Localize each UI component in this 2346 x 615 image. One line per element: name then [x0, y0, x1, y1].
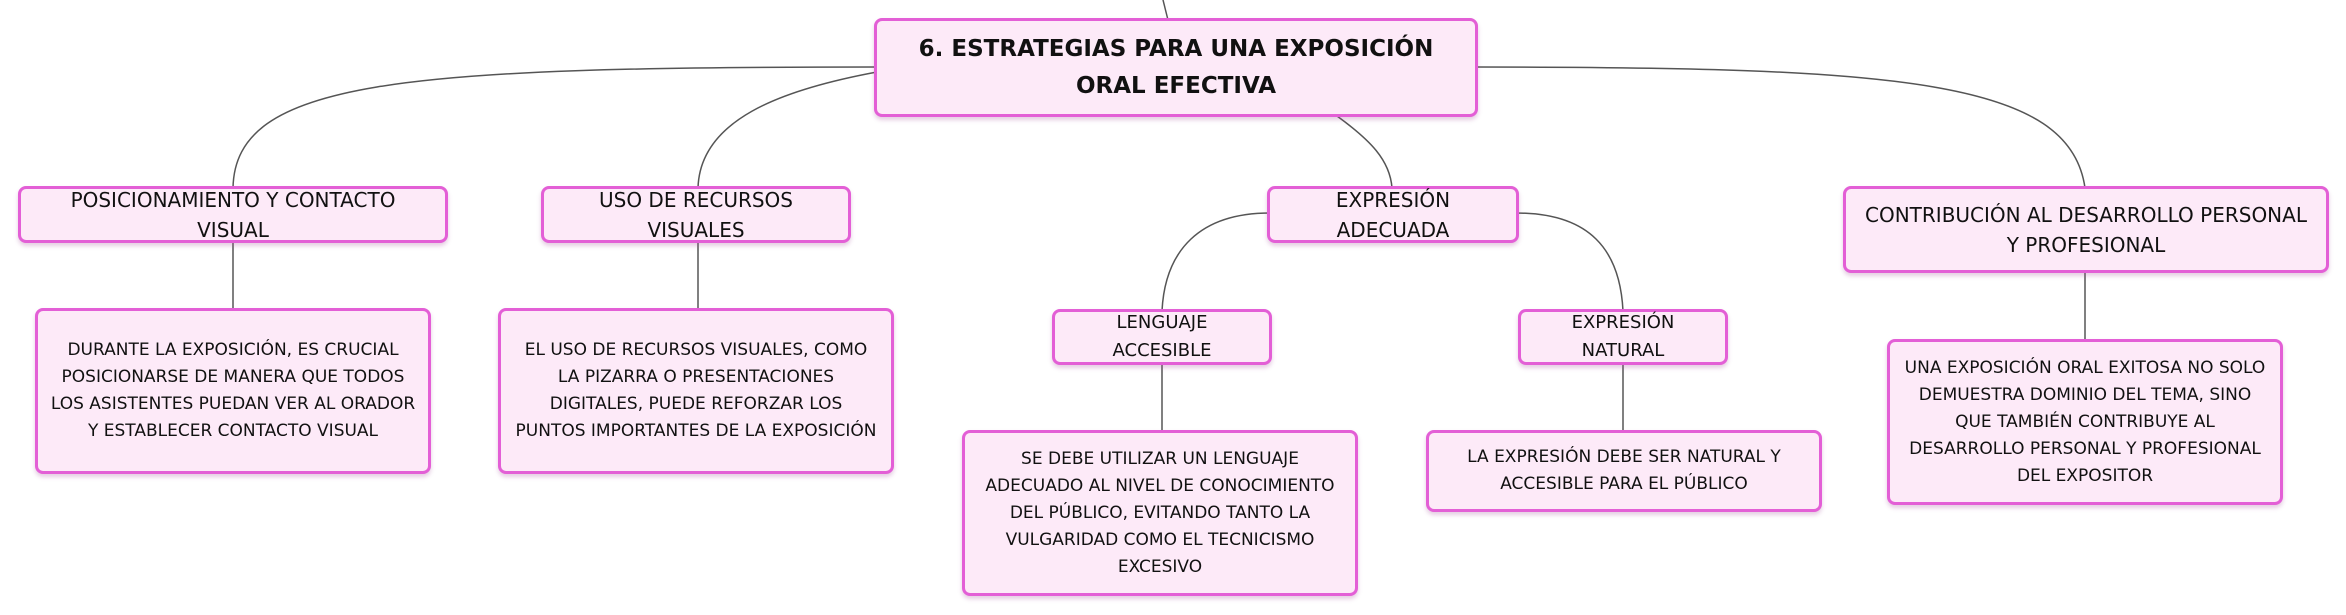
- detail-node-text: EL USO DE RECURSOS VISUALES, COMO LA PIZ…: [515, 340, 877, 441]
- connector-root-to-posicionamiento: [232, 66, 878, 189]
- connector-root-to-contribucion: [1474, 66, 2086, 189]
- detail-node-text: UNA EXPOSICIÓN ORAL EXITOSA NO SOLO DEMU…: [1904, 357, 2266, 486]
- detail-node-text: DURANTE LA EXPOSICIÓN, ES CRUCIAL POSICI…: [50, 340, 416, 441]
- detail-node-text: SE DEBE UTILIZAR UN LENGUAJE ADECUADO AL…: [985, 448, 1335, 577]
- connector-expresion-to-natural: [1515, 212, 1624, 312]
- detail-node-recursos[interactable]: EL USO DE RECURSOS VISUALES, COMO LA PIZ…: [498, 308, 894, 474]
- subtopic-node-lenguaje[interactable]: LENGUAJE ACCESIBLE: [1052, 309, 1272, 365]
- topic-node-label: EXPRESIÓN ADECUADA: [1335, 187, 1451, 242]
- detail-node-text: LA EXPRESIÓN DEBE SER NATURAL Y ACCESIBL…: [1467, 447, 1781, 494]
- root-node-label: 6. ESTRATEGIAS PARA UNA EXPOSICIÓN ORAL …: [918, 35, 1434, 99]
- root-node[interactable]: 6. ESTRATEGIAS PARA UNA EXPOSICIÓN ORAL …: [874, 18, 1478, 117]
- connector-parent-in: [1162, 0, 1169, 21]
- topic-node-contribucion[interactable]: CONTRIBUCIÓN AL DESARROLLO PERSONAL Y PR…: [1843, 186, 2329, 273]
- detail-node-natural[interactable]: LA EXPRESIÓN DEBE SER NATURAL Y ACCESIBL…: [1426, 430, 1822, 512]
- topic-node-label: USO DE RECURSOS VISUALES: [599, 187, 793, 242]
- topic-node-posicionamiento[interactable]: POSICIONAMIENTO Y CONTACTO VISUAL: [18, 186, 448, 243]
- subtopic-node-label: LENGUAJE ACCESIBLE: [1112, 312, 1212, 361]
- detail-node-posicionamiento[interactable]: DURANTE LA EXPOSICIÓN, ES CRUCIAL POSICI…: [35, 308, 431, 474]
- connector-root-to-expresion: [1336, 115, 1393, 189]
- subtopic-node-natural[interactable]: EXPRESIÓN NATURAL: [1518, 309, 1728, 365]
- detail-node-contribucion[interactable]: UNA EXPOSICIÓN ORAL EXITOSA NO SOLO DEMU…: [1887, 339, 2283, 505]
- subtopic-node-label: EXPRESIÓN NATURAL: [1571, 312, 1675, 361]
- topic-node-recursos[interactable]: USO DE RECURSOS VISUALES: [541, 186, 851, 243]
- topic-node-expresion[interactable]: EXPRESIÓN ADECUADA: [1267, 186, 1519, 243]
- connector-expresion-to-lenguaje: [1161, 212, 1271, 312]
- topic-node-label: POSICIONAMIENTO Y CONTACTO VISUAL: [70, 187, 396, 242]
- detail-node-lenguaje[interactable]: SE DEBE UTILIZAR UN LENGUAJE ADECUADO AL…: [962, 430, 1358, 596]
- connector-root-to-recursos: [697, 71, 878, 189]
- topic-node-label: CONTRIBUCIÓN AL DESARROLLO PERSONAL Y PR…: [1865, 202, 2307, 257]
